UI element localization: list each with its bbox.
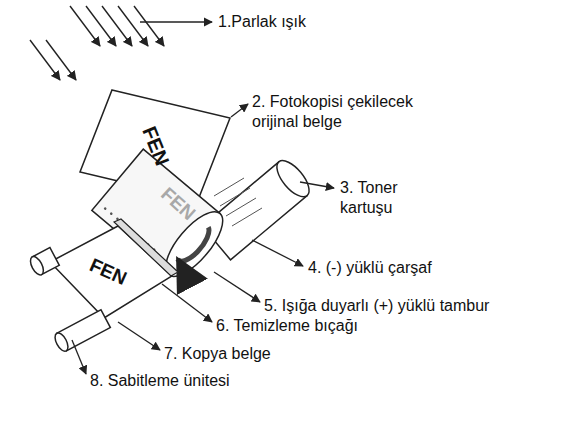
light-rays-part (30, 40, 60, 80)
light-rays-part (46, 40, 76, 80)
leader-lines-part (252, 240, 303, 266)
toner-transfer-lines-part (214, 178, 244, 196)
callout-label: 8. Sabitleme ünitesi (90, 371, 230, 391)
toner-transfer-lines-part (226, 198, 256, 216)
light-rays (30, 6, 164, 80)
leader-lines-part (72, 340, 86, 374)
fixing-roller-bottom (52, 310, 110, 353)
fixing-roller-bottom-part (52, 331, 70, 353)
light-rays-part (86, 6, 116, 46)
toner-cartridge-part (271, 155, 315, 202)
charge-dots-part (103, 207, 107, 211)
leader-lines-part (118, 322, 160, 350)
light-rays-part (102, 6, 132, 46)
light-rays-part (70, 6, 100, 46)
fixing-roller-top-part (28, 255, 46, 277)
charge-dots-part (109, 212, 113, 216)
toner-transfer-lines-part (220, 188, 250, 206)
rotation-arrow (178, 225, 215, 266)
copy-text: FEN (87, 255, 130, 289)
toner-cartridge (202, 155, 315, 259)
leader-lines-part (214, 272, 260, 302)
toner-transfer-lines-part (232, 208, 262, 226)
leader-lines-part (231, 104, 248, 117)
callout-label: 4. (-) yüklü çarşaf (308, 258, 432, 278)
copy-sheet (50, 226, 172, 318)
leader-lines-part (140, 21, 212, 22)
leader-lines-part (162, 284, 212, 322)
light-rays-part (118, 6, 148, 46)
leader-lines-part (300, 182, 334, 188)
callout-label: 1.Parlak ışık (218, 12, 306, 32)
drum-image-text: FEN (157, 184, 199, 224)
fixing-roller-top (28, 248, 59, 277)
callout-label: 6. Temizleme bıçağı (216, 316, 358, 336)
callout-label: 2. Fotokopisi çekilecek orijinal belge (252, 92, 447, 132)
light-rays-part (134, 6, 164, 46)
callout-label: 7. Kopya belge (164, 344, 271, 364)
callout-label: 5. Işığa duyarlı (+) yüklü tambur (264, 296, 489, 316)
document-text: FEN (139, 124, 173, 169)
callout-label: 3. Toner kartuşu (340, 178, 422, 218)
